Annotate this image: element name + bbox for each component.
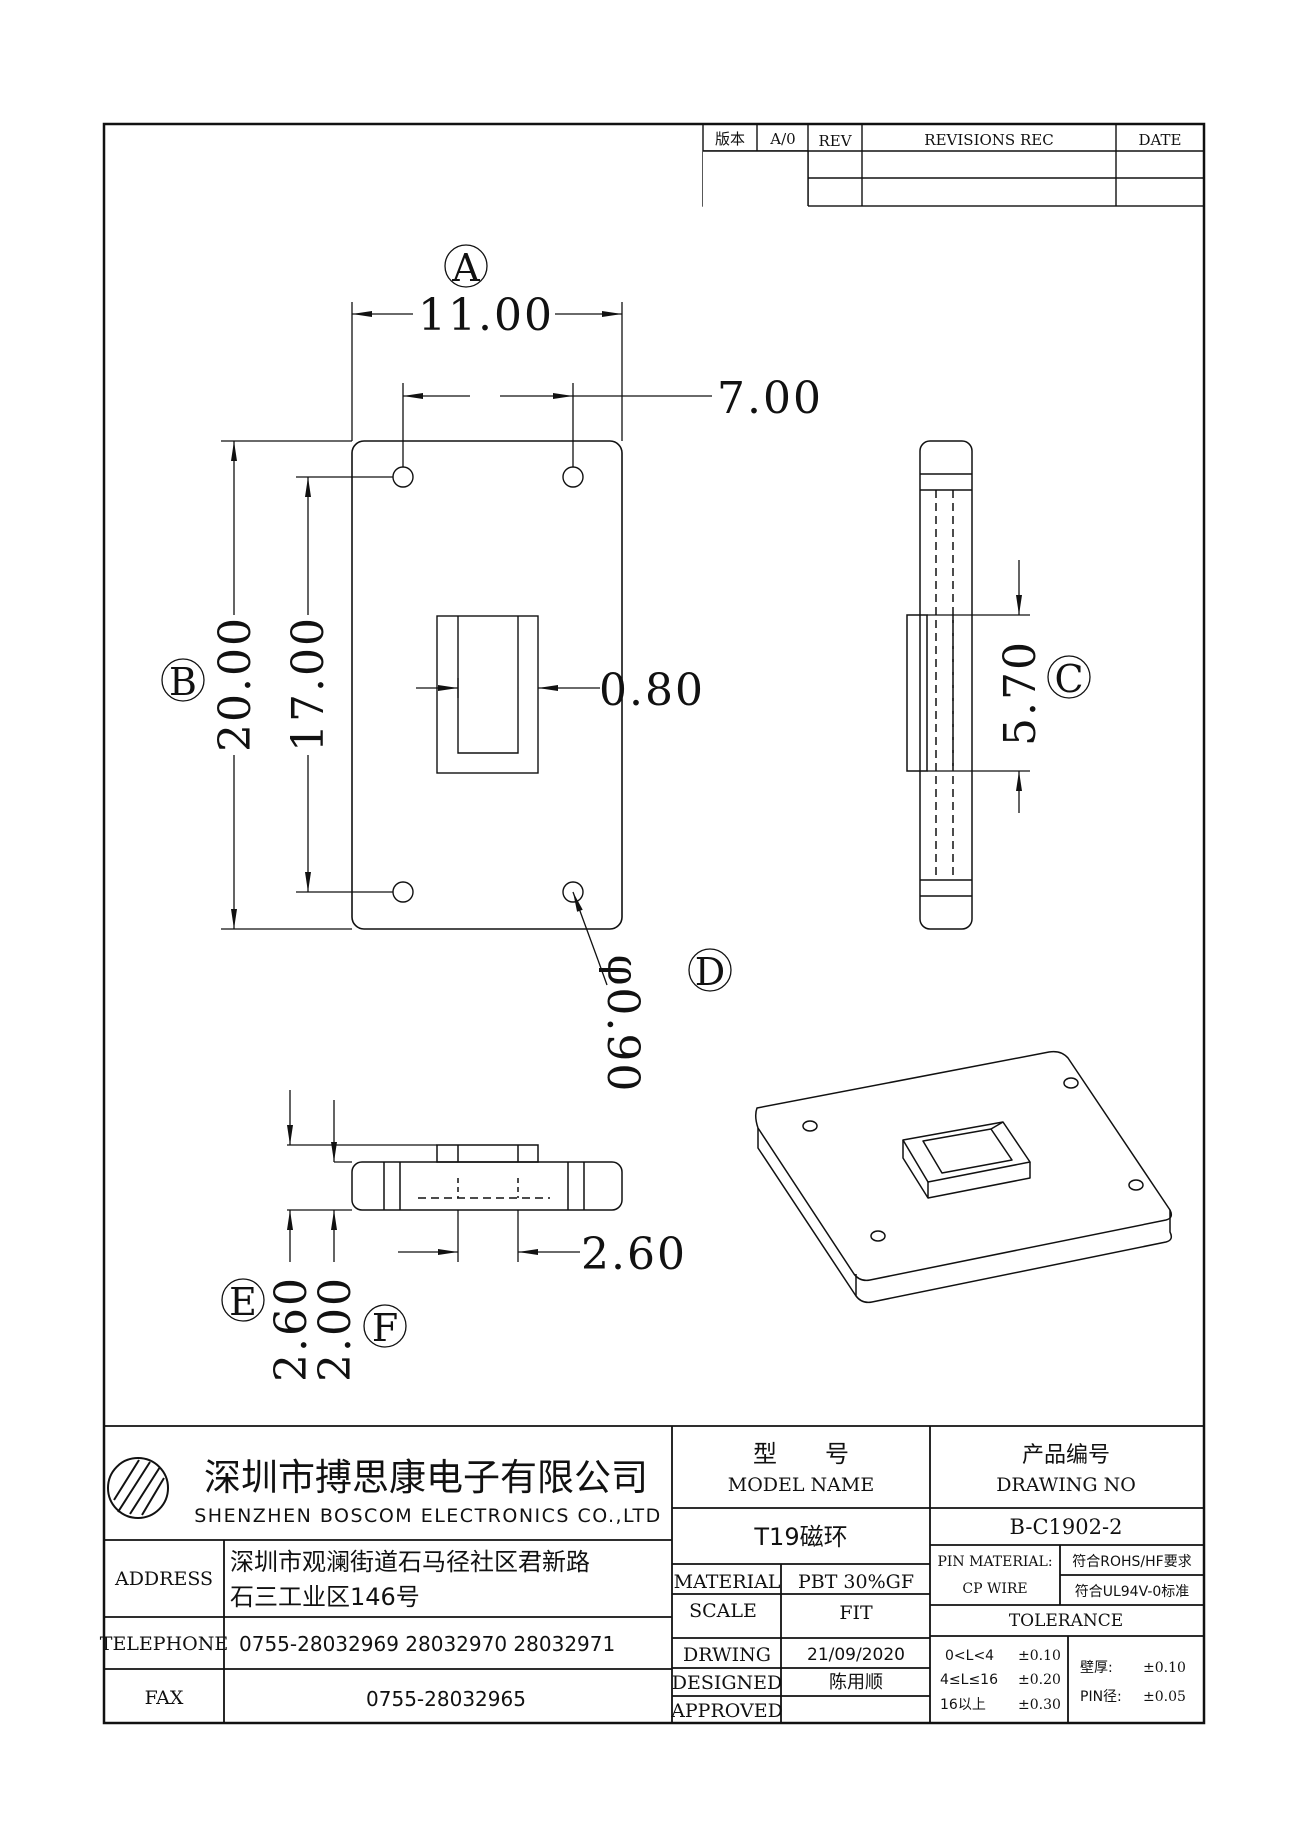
callout-B: B — [169, 660, 197, 704]
drawing-date-value: 21/09/2020 — [807, 1645, 905, 1665]
callout-F: F — [372, 1306, 398, 1350]
dim-height-overall-label: 20.00 — [210, 616, 261, 752]
mount-hole-top-left — [392, 466, 414, 488]
side-view-outline — [919, 440, 973, 930]
company-logo — [107, 1457, 169, 1519]
mount-hole-bottom-right — [562, 881, 584, 903]
tolerance-label: TOLERANCE — [1009, 1611, 1123, 1631]
ul-note: 符合UL94V-0标准 — [1075, 1584, 1190, 1600]
tol-row3-value: ±0.30 — [1018, 1697, 1061, 1713]
isometric-view — [754, 1050, 1173, 1304]
dim-slot-wall-label: 0.80 — [599, 665, 705, 716]
mount-hole-bottom-left — [392, 881, 414, 903]
callout-C: C — [1054, 657, 1083, 701]
address-line-1: 深圳市观澜街道石马径社区君新路 — [230, 1548, 590, 1576]
telephone-label: TELEPHONE — [100, 1633, 228, 1655]
callout-A-circle — [444, 244, 488, 288]
version-label: 版本 — [715, 130, 745, 148]
side-view-boss — [906, 614, 928, 772]
pin-dia-value: ±0.05 — [1143, 1689, 1186, 1705]
dim-hole-spacing-x-label: 7.00 — [717, 373, 823, 424]
callout-A: A — [451, 246, 480, 290]
callout-E-circle — [221, 1278, 265, 1322]
date-label: DATE — [1139, 131, 1182, 149]
revisions-rec-label: REVISIONS REC — [924, 131, 1053, 149]
rev-label: REV — [818, 132, 852, 150]
drawing-value: B-C1902-2 — [1010, 1515, 1123, 1539]
fax-value: 0755-28032965 — [366, 1687, 526, 1711]
dim-E-F — [287, 1090, 437, 1262]
rohs-note: 符合ROHS/HF要求 — [1072, 1554, 1191, 1570]
dim-bottom-width-label: 2.60 — [581, 1229, 687, 1280]
dim-hole-spacing-y — [296, 476, 393, 893]
model-label-en: MODEL NAME — [728, 1474, 874, 1496]
scale-label: SCALE — [689, 1600, 757, 1622]
telephone-value: 0755-28032969 28032970 28032971 — [239, 1632, 615, 1656]
callout-F-circle — [363, 1304, 407, 1348]
tol-row2-range: 4≤L≤16 — [940, 1672, 998, 1688]
callout-D: D — [695, 950, 725, 994]
fax-label: FAX — [145, 1687, 184, 1709]
dim-bottom-width — [398, 1210, 580, 1262]
dim-width-overall-label: 11.00 — [418, 290, 554, 341]
front-view — [351, 440, 623, 930]
designed-label: DESIGNED — [672, 1672, 783, 1694]
front-view-outline — [351, 440, 623, 930]
callout-D-circle — [688, 948, 732, 992]
dim-hole-diameter-leader — [572, 891, 599, 961]
tol-row3-range: 16以上 — [940, 1697, 986, 1713]
material-label: MATERIAL — [674, 1571, 781, 1593]
dim-height-overall — [221, 440, 352, 930]
drawing-label-en: DRAWING NO — [996, 1474, 1136, 1496]
dim-E-label: 2.60 — [266, 1276, 317, 1382]
center-slot-inner — [457, 616, 519, 754]
dim-hole-spacing-y-label: 17.00 — [283, 616, 334, 752]
bottom-view — [351, 1144, 623, 1211]
company-name-en: SHENZHEN BOSCOM ELECTRONICS CO.,LTD — [194, 1505, 662, 1527]
tol-row1-range: 0<L<4 — [945, 1648, 994, 1664]
address-label: ADDRESS — [114, 1568, 213, 1590]
dim-side-height-label: 5.70 — [995, 640, 1046, 746]
material-value: PBT 30%GF — [798, 1571, 914, 1593]
dim-side-height — [927, 560, 1030, 813]
address-line-2: 石三工业区146号 — [230, 1583, 420, 1611]
scale-value: FIT — [839, 1602, 873, 1624]
designed-value: 陈用顺 — [829, 1672, 883, 1693]
title-block-grid — [104, 1425, 1204, 1723]
mount-hole-top-right — [562, 466, 584, 488]
tol-row2-value: ±0.20 — [1018, 1672, 1061, 1688]
wall-label: 壁厚: — [1080, 1660, 1113, 1676]
callout-C-circle — [1047, 655, 1091, 699]
sheet-border — [102, 122, 1206, 1725]
bottom-view-boss — [436, 1144, 539, 1163]
bottom-view-outline — [351, 1161, 623, 1211]
approved-label: APPROVED — [670, 1700, 783, 1722]
model-label-cn: 型 号 — [753, 1440, 849, 1468]
drawing-date-label: DRWING — [683, 1644, 771, 1666]
pin-dia-label: PIN径: — [1080, 1689, 1122, 1705]
drawing-label-cn: 产品编号 — [1022, 1443, 1110, 1468]
callout-E: E — [229, 1280, 257, 1324]
callout-B-circle — [161, 658, 205, 702]
center-slot-outer — [436, 615, 539, 774]
side-view — [906, 440, 973, 930]
dim-slot-wall — [416, 678, 600, 698]
pin-material-label: PIN MATERIAL: — [937, 1554, 1052, 1570]
version-value: A/0 — [769, 130, 795, 148]
company-name-cn: 深圳市搏思康电子有限公司 — [204, 1456, 648, 1499]
dim-hole-spacing-x — [402, 383, 712, 467]
model-value: T19磁环 — [753, 1523, 847, 1551]
dim-F-label: 2.00 — [310, 1276, 361, 1382]
pin-material-value: CP WIRE — [962, 1581, 1027, 1597]
dim-hole-diameter-label: φ0.90 — [597, 955, 648, 1094]
tol-row1-value: ±0.10 — [1018, 1648, 1061, 1664]
wall-value: ±0.10 — [1143, 1660, 1186, 1676]
dim-width-overall — [351, 302, 623, 441]
